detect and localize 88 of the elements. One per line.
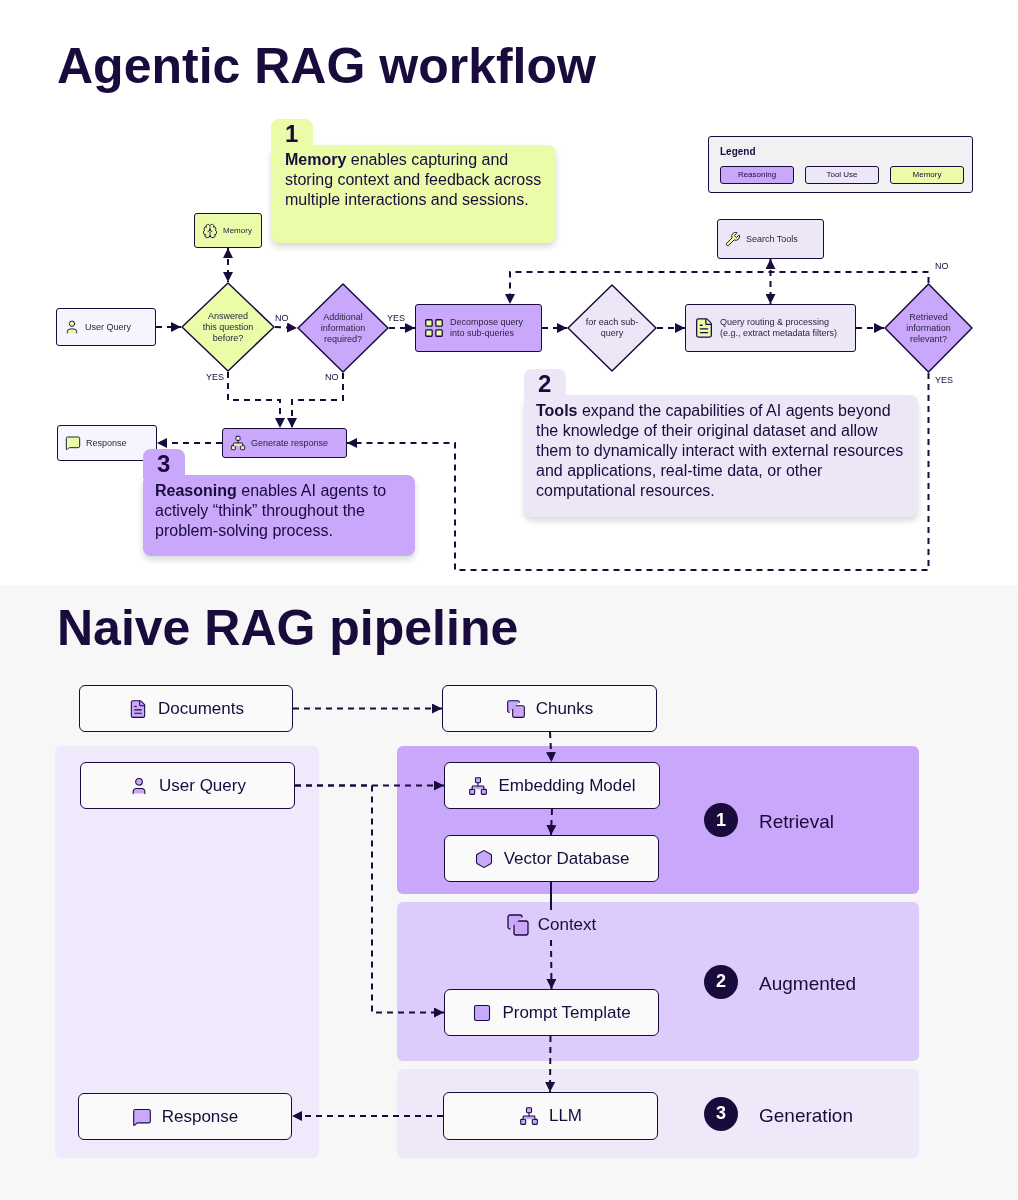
callout-text: Memory enables capturing and storing context and feedback across multiple interactions and sessions. [285,150,542,210]
edge-label: NO [934,262,950,271]
node-label: Decompose query into sub-queries [450,317,525,339]
legend-chip: Memory [890,166,964,184]
process-box [717,219,824,259]
arrow [765,258,776,305]
arrow [223,247,233,283]
step-number: 1 [704,803,738,837]
decision-diamond [181,282,275,372]
node-label: Response [161,1105,239,1128]
edge-label: NO [324,373,340,382]
process-box [56,308,156,346]
arrow [294,784,445,1018]
node-label: Search Tools [746,233,798,245]
decision-text: Answered this question before? [201,310,255,344]
decision-diamond [567,284,657,372]
process-box [222,428,347,458]
node-label: Generate response [251,437,329,449]
arrow [291,1111,444,1121]
node-label: Prompt Template [502,1001,631,1024]
callout-text: Reasoning enables AI agents to actively “think” throughout the problem-solving process. [155,481,388,541]
arrow [546,939,557,990]
process-box [57,425,157,461]
legend-title: Legend [720,145,756,159]
node-label: Chunks [535,697,594,720]
decision-text: Retrieved information relevant? [905,311,952,345]
edge-label: YES [205,373,225,382]
process-box [415,304,542,352]
stage-band [397,1069,919,1158]
process-box [444,835,659,882]
arrow [155,322,182,332]
callout-number: 1 [271,119,313,149]
node-label: Memory [223,225,252,236]
arrow [287,372,344,429]
edge-label: YES [934,376,954,385]
arrow [656,323,686,333]
node-label: LLM [548,1105,583,1128]
diagram-title: Agentic RAG workflow [57,37,596,96]
edge-label: YES [386,314,406,323]
arrow [388,323,416,333]
node-label: User Query [159,774,246,797]
arrow [546,808,557,836]
arrow [541,323,568,333]
process-box [443,1092,658,1140]
legend-chip: Reasoning [720,166,794,184]
step-number: 2 [704,964,738,999]
arrow [227,371,285,429]
process-box [442,685,657,732]
arrow [292,703,443,714]
edge-label: NO [274,314,290,323]
legend-chip: Tool Use [805,166,879,184]
arrow [505,271,930,305]
node-label: Response [86,437,127,449]
stage-label: Retrieval [759,810,834,834]
process-box [444,989,659,1036]
lane-background [55,746,319,1158]
stage-band [397,746,919,894]
connector-line [550,881,552,911]
process-box [685,304,856,352]
arrow [855,323,885,333]
callout-number: 3 [143,449,185,479]
callout-text: Tools expand the capabilities of AI agents beyond the knowledge of their original dataset and allow them to dynamically interact with external resources and applications, real-time data, or other computational resources. [536,401,905,501]
arrow [546,731,556,763]
arrow [274,322,298,333]
stage-label: Augmented [759,971,857,996]
callout-number: 2 [524,369,566,399]
node-label: Documents [158,697,244,720]
section-heading: Naive RAG pipeline [57,599,519,658]
stage-label: Generation [759,1103,853,1128]
process-box [79,685,293,732]
node-label: Vector Database [503,847,630,870]
arrow [545,1035,556,1093]
arrow [346,372,930,571]
node-label: Query routing & processing (e.g., extract metadata filters) [720,317,839,339]
node-label: Context [537,914,597,937]
process-box [194,213,262,248]
process-box [78,1093,292,1140]
node-label: User Query [85,321,131,333]
decision-diamond [297,283,389,373]
step-number: 3 [704,1096,738,1131]
decision-text: for each sub-query [584,317,640,339]
process-box [444,762,660,809]
node-label: Embedding Model [498,774,636,797]
decision-text: Additional information required? [319,311,367,345]
arrow [156,438,223,448]
process-box [80,762,295,809]
stage-band [397,902,919,1061]
decision-diamond [884,283,973,373]
